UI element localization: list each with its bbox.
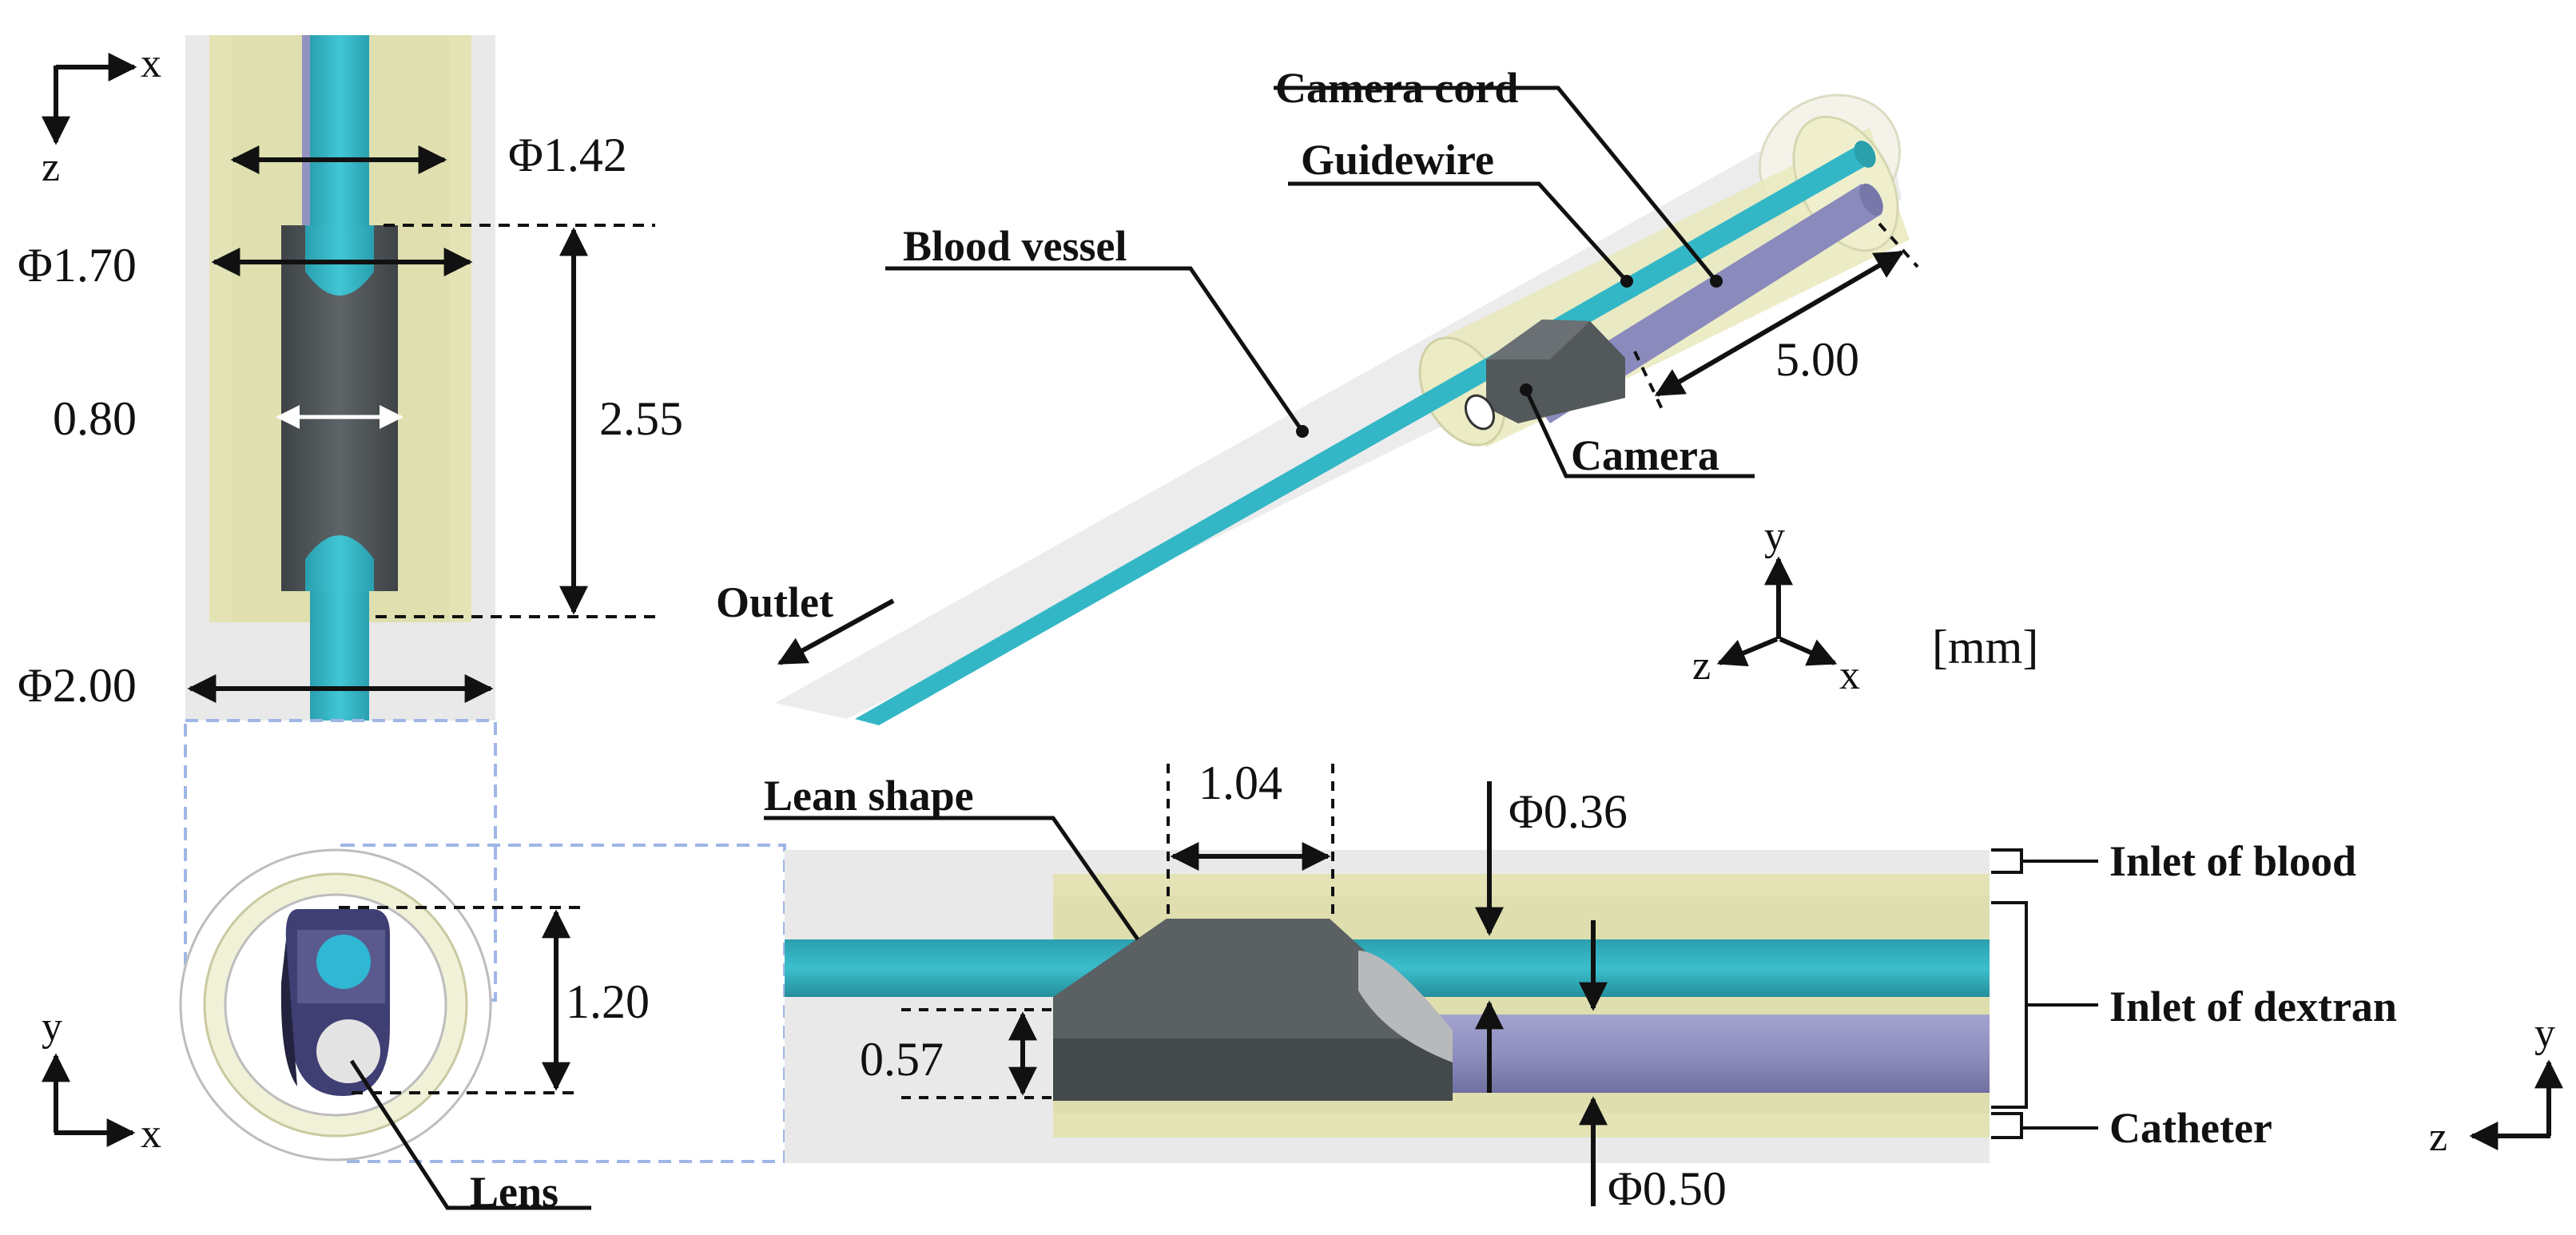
axis-z-label: z [2429, 1114, 2447, 1160]
axis-z-label: z [42, 145, 60, 190]
top-view-panel [185, 35, 495, 721]
camera-cord-end [1854, 141, 1876, 168]
dim-phi-050: Φ0.50 [1608, 1162, 1727, 1215]
label-camera-cord: Camera cord [1275, 64, 1518, 112]
label-outlet: Outlet [716, 578, 833, 626]
dim-104: 1.04 [1199, 756, 1282, 809]
cross-section-panel: 1.20 Lens [179, 719, 786, 1216]
guidewire-end [1859, 183, 1883, 216]
label-camera: Camera [1571, 431, 1719, 479]
axis-y-label: y [42, 1004, 62, 1050]
axes-xz-top-left: x z [42, 41, 161, 190]
boundary-labels: Inlet of blood Inlet of dextran Catheter [1991, 837, 2397, 1152]
axis-x-label: x [1839, 653, 1860, 698]
axis-y-label: y [1764, 514, 1785, 559]
camera-notch-bottom [305, 535, 374, 591]
dim-057: 0.57 [860, 1033, 944, 1086]
axis-x-label: x [141, 1111, 161, 1157]
label-lens: Lens [470, 1168, 559, 1216]
axes-iso: y z x [mm] [1692, 514, 2038, 698]
dim-phi-200: Φ2.00 [18, 659, 137, 712]
side-view-dimensions: 1.04 Φ0.36 Φ0.50 0.57 Lean shape [764, 756, 1727, 1215]
dim-080: 0.80 [53, 392, 137, 445]
dim-phi-036: Φ0.36 [1509, 785, 1628, 838]
camera-3d-top [1486, 320, 1590, 359]
camera-cord-cross [316, 935, 371, 989]
dim-255: 2.55 [599, 392, 683, 445]
axes-yz-bottom-right: y z [2429, 1011, 2563, 1160]
top-view-dimensions: Φ1.42 Φ1.70 0.80 2.55 Φ2.00 [18, 129, 683, 712]
dim-120: 1.20 [566, 975, 650, 1028]
camera-side-lower [1053, 1038, 1453, 1101]
lean-shape-face [1358, 951, 1453, 1062]
label-blood-vessel: Blood vessel [903, 222, 1127, 270]
label-inlet-dextran: Inlet of dextran [2109, 983, 2397, 1030]
unit-label: [mm] [1932, 621, 2038, 673]
dim-500: 5.00 [1775, 333, 1859, 386]
camera-cord-3d [855, 145, 1870, 725]
dim-phi-170: Φ1.70 [18, 239, 137, 292]
axis-x-label: x [141, 41, 161, 86]
side-view-panel [785, 850, 1990, 1163]
dim-phi-142: Φ1.42 [508, 129, 627, 181]
label-lean-shape: Lean shape [764, 772, 974, 820]
iso-view-panel: 5.00 Camera cord Guidewire Blood vessel … [716, 64, 1919, 725]
lens [316, 1019, 380, 1083]
zoom-box-upper [184, 719, 497, 1002]
label-guidewire: Guidewire [1301, 136, 1494, 184]
axis-y-label: y [2534, 1011, 2555, 1056]
guidewire-side [1438, 1015, 1990, 1093]
label-inlet-blood: Inlet of blood [2109, 837, 2356, 885]
camera-cord-bottom [310, 591, 369, 721]
camera-cross-shade [280, 939, 297, 1086]
axis-z-label: z [1692, 643, 1711, 689]
label-catheter: Catheter [2109, 1104, 2272, 1152]
axes-yx-bottom-left: y x [42, 1004, 161, 1157]
camera-lens-3d [1464, 394, 1496, 431]
